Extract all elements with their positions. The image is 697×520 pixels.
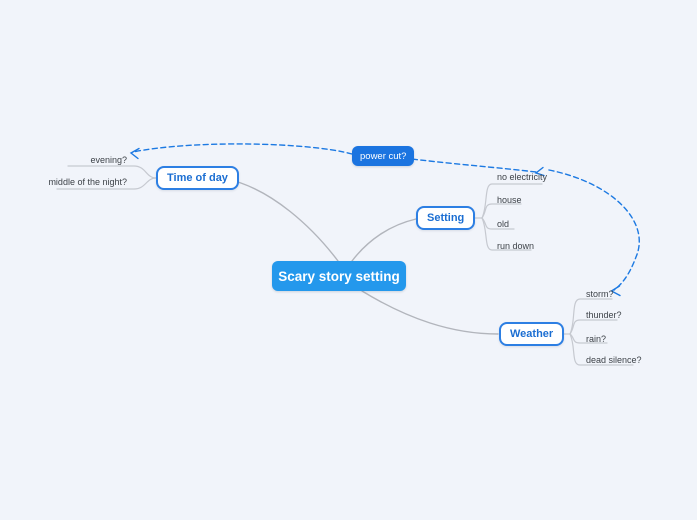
arrowhead-no-electricity <box>534 166 545 177</box>
child-line-run-down <box>481 217 532 251</box>
node-time-of-day[interactable]: Time of day <box>156 166 239 190</box>
node-setting[interactable]: Setting <box>416 206 476 230</box>
child-topic-middle-of-the-night[interactable]: middle of the night? <box>48 177 127 187</box>
arrowhead-storm <box>610 285 621 297</box>
node-weather[interactable]: Weather <box>499 322 565 346</box>
connection-power-cut-to-evening <box>132 143 353 155</box>
connection-power-cut-to-no-electricity <box>403 157 537 173</box>
child-topic-no-electricity[interactable]: no electricity <box>497 172 548 182</box>
child-topic-dead-silence[interactable]: dead silence? <box>586 355 642 365</box>
child-topic-old[interactable]: old <box>497 219 510 229</box>
child-line-rain <box>569 333 608 344</box>
child-line-storm <box>569 298 613 335</box>
child-line-thunder <box>569 319 618 335</box>
child-lines <box>56 165 634 366</box>
child-topic-house[interactable]: house <box>497 195 522 205</box>
child-topic-run-down[interactable]: run down <box>497 241 535 251</box>
child-line-evening <box>67 165 157 179</box>
arrowhead-evening <box>129 147 140 160</box>
child-topic-storm[interactable]: storm? <box>586 289 614 299</box>
child-topic-evening[interactable]: evening? <box>90 155 127 165</box>
node-root-scary-story-setting[interactable]: Scary story setting <box>272 261 406 291</box>
node-floating-power-cut[interactable]: power cut? <box>352 146 415 166</box>
child-line-no-electricity <box>481 183 543 219</box>
child-topic-thunder[interactable]: thunder? <box>586 310 622 320</box>
connection-power-cut-to-storm <box>548 169 640 291</box>
child-line-middle-of-the-night <box>56 177 157 190</box>
branch-lines <box>226 178 499 335</box>
child-line-dead-silence <box>569 333 634 366</box>
dashed-connections <box>129 143 640 297</box>
child-line-house <box>481 203 522 219</box>
child-topic-rain[interactable]: rain? <box>586 334 607 344</box>
branch-line-weather <box>361 290 499 335</box>
branch-line-setting <box>351 218 417 262</box>
branch-line-time-of-day <box>226 178 339 262</box>
